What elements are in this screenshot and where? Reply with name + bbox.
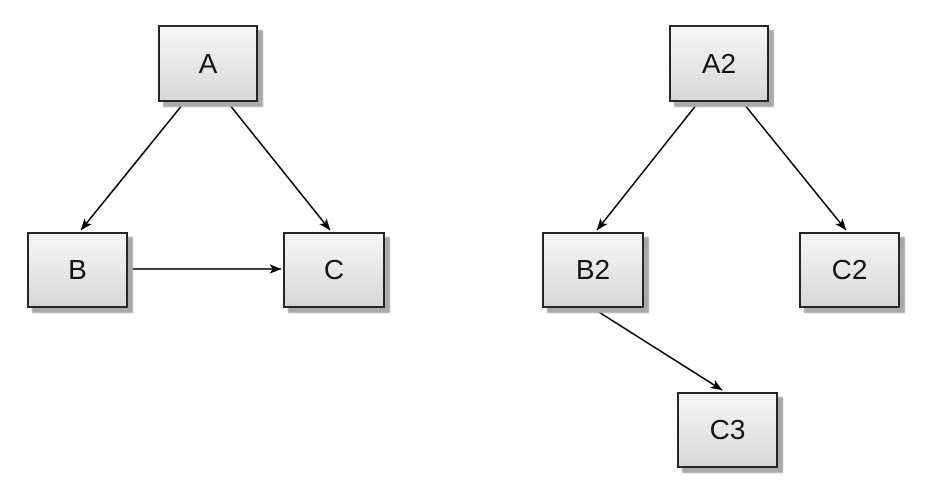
node-label: B2 <box>575 254 611 285</box>
node-C: C <box>283 232 385 308</box>
node-C3: C3 <box>677 392 778 468</box>
node-A: A <box>158 25 258 102</box>
node-B: B <box>27 232 128 308</box>
node-label: B <box>68 254 87 285</box>
node-label: C3 <box>709 414 746 445</box>
edge-A-B <box>80 103 184 231</box>
edge-A2-B2 <box>596 103 698 231</box>
node-C2: C2 <box>799 232 900 308</box>
edge-B2-C3 <box>593 308 723 391</box>
node-label: A <box>198 47 218 79</box>
edge-A-C <box>228 103 331 231</box>
node-label: C2 <box>831 254 868 285</box>
edge-A2-C2 <box>743 103 847 231</box>
node-A2: A2 <box>669 25 769 102</box>
node-B2: B2 <box>542 232 644 308</box>
node-label: A2 <box>701 47 737 79</box>
node-label: C <box>323 254 345 285</box>
